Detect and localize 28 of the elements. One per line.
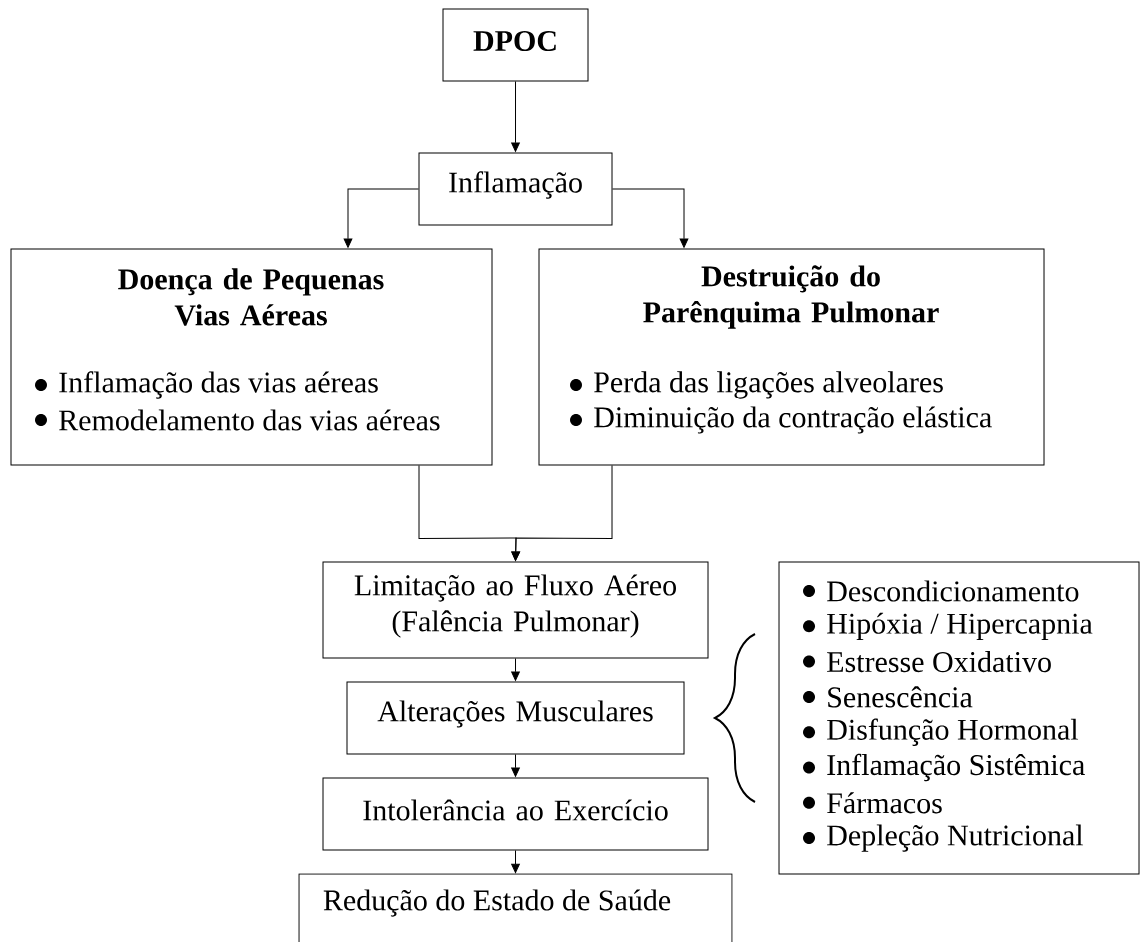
process-box: Destruição do Parênquima Pulmonar Perda das ligações alveolares Diminuição da contração elástica: [538, 248, 1045, 466]
arrow: [511, 850, 520, 874]
arrow: [511, 465, 613, 561]
arrow: [343, 188, 419, 248]
process-box: Inflamação: [418, 152, 613, 226]
bullet-item: Fármacos: [803, 792, 942, 814]
process-box: Intolerância ao Exercício: [322, 777, 709, 851]
process-box: Alterações Musculares: [346, 681, 685, 755]
bullet-item: Disfunção Hormonal: [803, 718, 1079, 746]
process-box: Limitação ao Fluxo Aéreo (Falência Pulmonar): [322, 561, 709, 659]
arrow: [511, 81, 520, 152]
title-box: DPOC: [442, 8, 589, 82]
arrow: [511, 658, 520, 681]
factor-list-box: [778, 561, 1140, 875]
bullet-item: Descondicionamento: [803, 580, 1079, 602]
arrow: [612, 188, 689, 248]
bullet-item: Senescência: [803, 686, 973, 708]
bullet-item: Estresse Oxidativo: [803, 651, 1051, 673]
bullet-item: Depleção Nutricional: [803, 824, 1084, 852]
process-box: Doença de Pequenas Vias Aéreas Inflamação das vias aéreas Remodelamento das vias aéreas: [10, 248, 493, 466]
bullet-item: Remodelamento das vias aéreas: [35, 409, 440, 431]
bullet-item: Hipóxia / Hipercapnia: [803, 612, 1093, 640]
bullet-item: Diminuição da contração elástica: [570, 406, 992, 434]
arrow: [511, 754, 520, 777]
process-box: Redução do Estado de Saúde: [298, 873, 733, 942]
bullet-item: Perda das ligações alveolares: [570, 371, 943, 399]
bullet-item: Inflamação Sistêmica: [803, 753, 1085, 782]
bullet-item: Inflamação das vias aéreas: [35, 371, 378, 399]
